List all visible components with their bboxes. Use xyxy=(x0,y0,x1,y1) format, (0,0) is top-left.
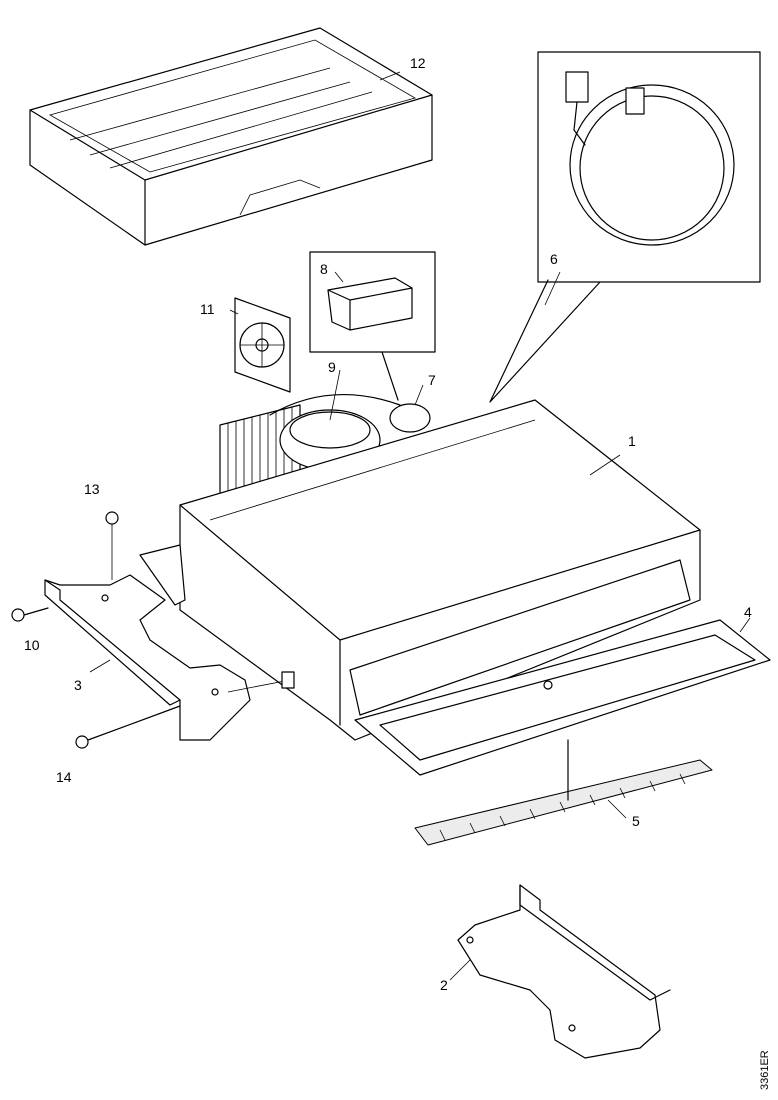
label-part-9: 9 xyxy=(328,359,336,375)
part-4-door xyxy=(354,619,771,776)
part-3-bracket xyxy=(44,574,251,741)
part-11-fan xyxy=(234,297,291,393)
screw-13 xyxy=(105,511,119,580)
drawing-code: 3361ER xyxy=(759,1050,771,1090)
label-part-14: 14 xyxy=(56,769,72,785)
part-6-detail-box xyxy=(489,51,761,403)
label-part-3: 3 xyxy=(74,677,82,693)
part-5-handle xyxy=(414,739,713,846)
label-part-10: 10 xyxy=(24,637,40,653)
rear-rail xyxy=(139,544,186,606)
part-7-component xyxy=(389,403,431,433)
label-part-13: 13 xyxy=(84,481,100,497)
condenser-fins xyxy=(219,404,301,496)
label-part-5: 5 xyxy=(632,813,640,829)
label-part-6: 6 xyxy=(550,251,558,267)
label-part-4: 4 xyxy=(744,604,752,620)
part-8-detail-box xyxy=(309,251,436,401)
leader-lines xyxy=(89,71,751,981)
right-side-screw xyxy=(227,671,295,693)
part-1-cabinet xyxy=(179,399,701,741)
label-part-7: 7 xyxy=(428,372,436,388)
screw-10 xyxy=(11,607,49,622)
label-part-11: 11 xyxy=(200,301,215,317)
label-part-12: 12 xyxy=(410,55,426,71)
label-part-8: 8 xyxy=(320,261,328,277)
label-part-1: 1 xyxy=(628,433,636,449)
part-12-tray xyxy=(29,27,433,246)
label-part-2: 2 xyxy=(440,977,448,993)
part-2-bracket xyxy=(457,884,671,1059)
screw-14 xyxy=(75,705,181,749)
